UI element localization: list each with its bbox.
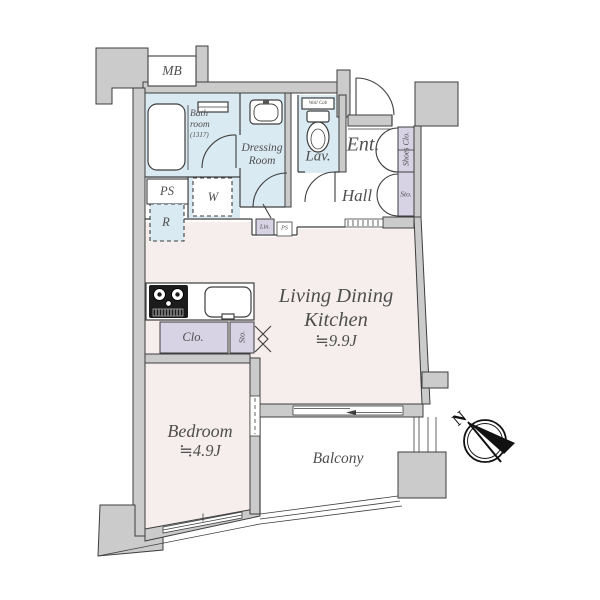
closet-label: Clo. [182,329,204,344]
wall-bedroom-top [144,353,251,364]
wall-right-upper [413,125,422,218]
wall-top-left-block [95,47,149,105]
wall-right-ldk [413,216,431,405]
fixtures [145,97,335,321]
washer-box [192,177,233,217]
ldk-balcony-window [292,405,404,416]
pipe-shaft-box [146,178,189,205]
linen-closet-label: Lin. [259,223,271,231]
bedroom-floor [145,363,250,531]
lavatory-door [304,171,336,203]
shoes-closet-doors [375,127,399,173]
storage-units [159,126,415,354]
refrigerator-box [149,203,185,242]
ldk-label: Living Dining Kitchen ≒9.9J [278,284,394,351]
kitchen-storage-bifold-door [254,325,272,353]
vanity-faucet [263,100,269,104]
dressing-room-door [252,172,288,208]
closet-box [159,321,229,354]
pipe-shaft-small-label: PS [281,225,288,232]
doors [201,77,399,353]
balcony-railing-lines [259,495,403,525]
stove-knob [165,300,172,307]
wall-right-jog [421,371,449,389]
kitchen-storage-label: Sto. [237,330,247,344]
wall-cabinet-box [301,97,335,110]
entrance-storage-doors [376,173,399,217]
refrigerator-label: R [162,214,170,229]
windows [162,395,404,534]
wall-lavatory-right [338,94,347,173]
bedroom-label: Bedroom ≒4.9J [167,421,233,460]
entrance-storage-label: Sto. [400,189,412,199]
wall-hall-bottom-right [382,216,415,229]
wall-left [132,87,146,537]
wall-entrance-bottom [347,114,393,127]
bedroom-bottom-window-lines [162,513,243,531]
utility-boxes [146,55,384,242]
shoes-closet-label: Shoes Clo. [401,131,411,167]
bathtub [147,103,186,171]
lavatory-label: Lav. [305,148,331,165]
pipe-shaft-small-box [276,221,293,237]
dressing-room-label: Dressing Room [241,141,283,167]
wall-cabinet-label: Wall Cab [308,100,328,106]
wall-top-right-block [414,81,459,127]
balcony-right-lines [413,417,437,452]
balcony-service-block [397,451,447,499]
entrance-label: Ent. [346,133,380,156]
hall-label: Hall [341,186,373,206]
compass-needle [468,422,515,454]
ldk-floor [145,222,429,404]
wall-dressing-right [284,92,292,208]
entrance-step [344,218,384,228]
bathroom-door [201,134,237,169]
ldk-window-arrow [346,410,356,415]
pipe-shaft-label: PS [160,183,174,198]
site-boundary-line [97,523,261,557]
meter-box-label: MB [162,63,182,79]
toilet-bowl-inner [310,128,326,150]
balcony-label: Balcony [312,450,364,468]
stove-burner-left-center [157,292,162,297]
toilet-tank [306,110,330,123]
compass: N [449,407,515,463]
compass-needle-line [467,421,502,463]
linen-closet-box [255,218,275,236]
entrance-storage-box [397,171,415,217]
kitchen-sink-drain [221,313,235,320]
meter-box [147,55,197,87]
washer-label: W [207,189,219,204]
stove-grill-slats [155,309,181,316]
linen-closet-door [262,203,272,219]
bathroom-label: Bath room (1317) [190,109,210,139]
entrance-step-hatch [347,220,379,226]
outer-walls [95,45,459,557]
kitchen-sink [204,286,252,318]
kitchen-storage-box [229,321,255,354]
entrance-door [355,77,395,116]
ldk-window-leaves [294,408,402,413]
stove-burner-right-center [175,292,180,297]
compass-north-label: N [449,407,471,430]
